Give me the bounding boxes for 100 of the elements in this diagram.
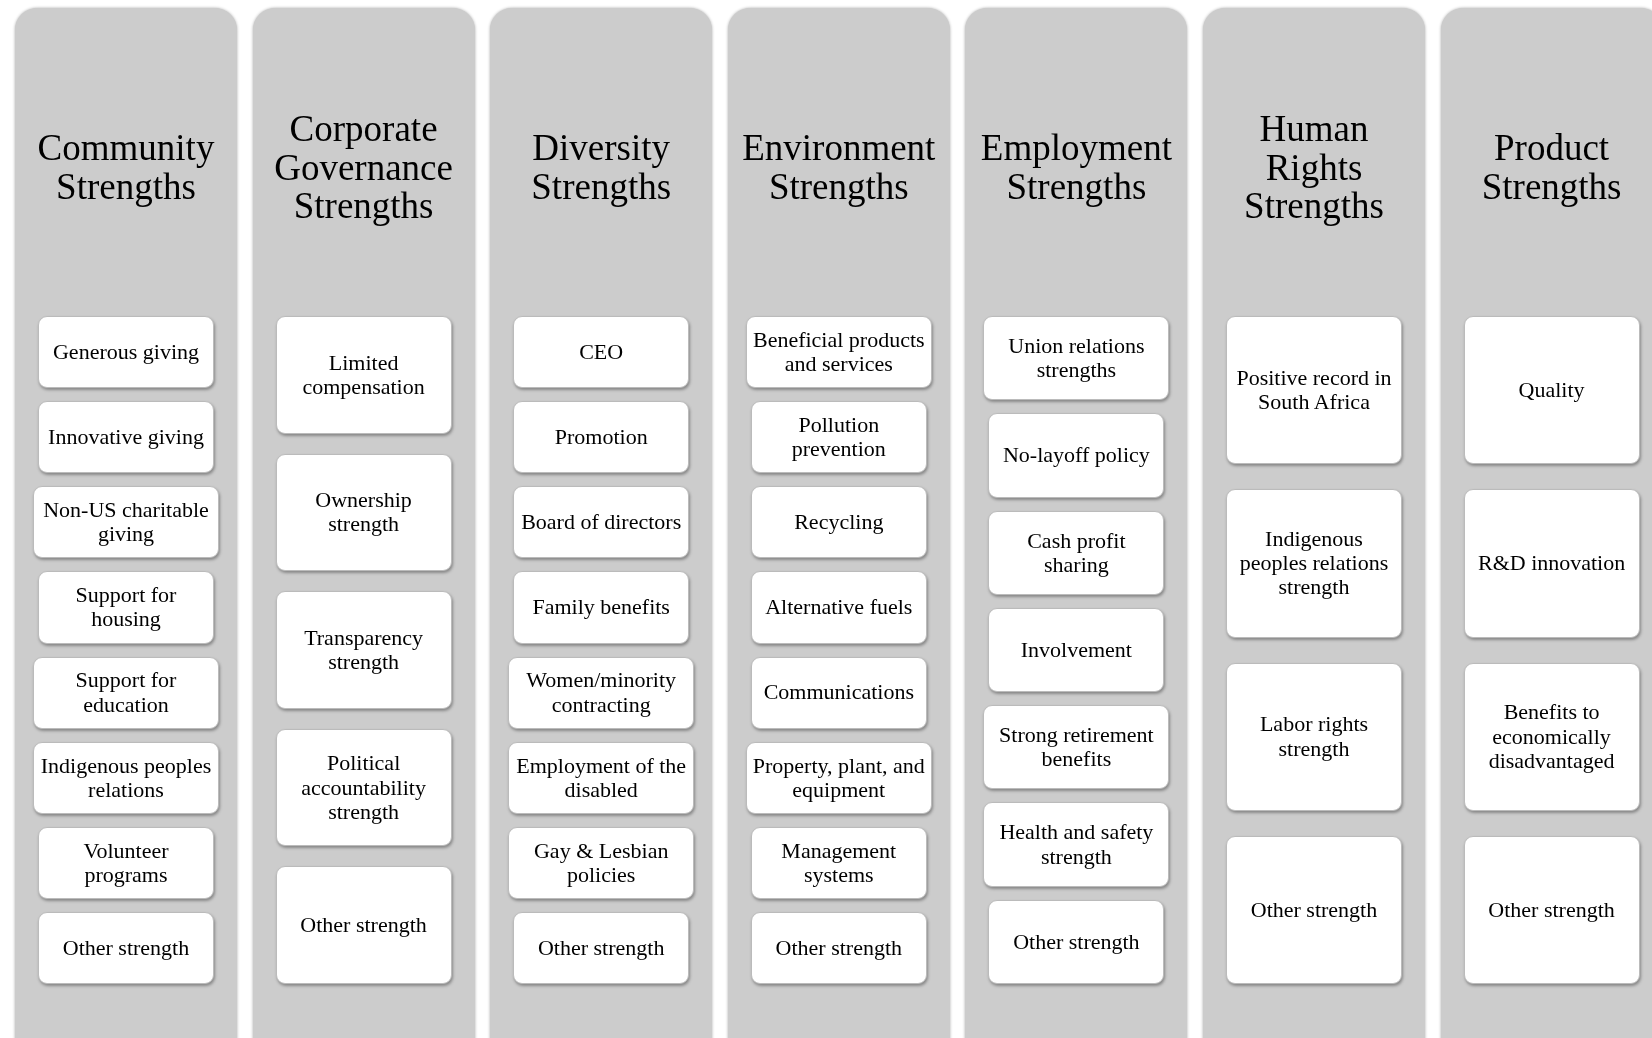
category-box: [988, 607, 1165, 693]
category-box: [275, 316, 452, 434]
category-box: [275, 728, 452, 847]
item-text: Strong retirement benefits: [998, 723, 1155, 772]
item-text: Board of directors: [521, 510, 682, 535]
category-box: [988, 510, 1165, 595]
item-text: Innovative giving: [48, 425, 204, 450]
category-box: [513, 571, 690, 644]
item-text: No-layoff policy: [1002, 443, 1150, 468]
item-text: Indigenous peoples relations: [39, 753, 213, 802]
item-text: Gay & Lesbian policies: [533, 838, 670, 887]
column-panel: [252, 8, 475, 1038]
category-box: [33, 741, 219, 814]
category-box: [983, 802, 1170, 887]
item-text: Indigenous peoples relations strength: [1238, 527, 1390, 600]
column-panel: [965, 8, 1188, 1038]
item-text: Involvement: [1020, 637, 1132, 663]
item-text: Pollution prevention: [790, 413, 887, 462]
item-text: Other strength: [1013, 929, 1140, 954]
category-box: [1463, 662, 1640, 811]
category-box: [750, 826, 927, 899]
category-box: [750, 656, 927, 729]
column-panel: [1440, 8, 1652, 1038]
column-heading: Diversity Strengths: [530, 129, 673, 207]
item-text: Other strength: [300, 913, 427, 938]
item-text: Women/minority contracting: [525, 668, 678, 717]
column-heading: Employment Strengths: [979, 129, 1173, 207]
category-box: [513, 486, 690, 559]
item-text: Limited compensation: [301, 350, 426, 399]
item-text: Other strength: [775, 935, 903, 961]
category-box: [750, 401, 927, 474]
column-panel: [727, 8, 950, 1038]
item-text: Other strength: [1250, 897, 1378, 922]
category-box: [1226, 316, 1402, 465]
category-box: [513, 316, 690, 389]
category-box: [508, 826, 695, 899]
category-box: [275, 453, 452, 572]
item-text: Promotion: [554, 425, 648, 450]
item-text: Employment of the disabled: [515, 753, 688, 802]
column-panel: [1203, 8, 1425, 1038]
column-heading: Product Strengths: [1480, 129, 1623, 207]
item-text: Management systems: [780, 838, 898, 887]
column-heading: Environment Strengths: [741, 129, 937, 207]
category-box: [38, 401, 214, 474]
column-heading: Corporate Governance Strengths: [273, 109, 454, 227]
category-box: [1463, 316, 1640, 465]
category-box: [38, 316, 214, 389]
category-box: [38, 571, 214, 644]
item-text: Other strength: [1488, 897, 1615, 922]
item-text: R&D innovation: [1477, 551, 1626, 576]
item-text: Support for housing: [74, 583, 178, 632]
category-box: [513, 911, 690, 984]
item-text: Property, plant, and equipment: [751, 753, 926, 802]
category-box: [1463, 835, 1640, 984]
category-box: [750, 911, 927, 984]
item-text: Alternative fuels: [765, 595, 913, 620]
item-text: Positive record in South Africa: [1235, 365, 1393, 415]
column-heading: Community Strengths: [36, 129, 216, 207]
category-box: [983, 705, 1170, 790]
category-box: [750, 486, 927, 559]
item-text: Benefits to economically disadvantaged: [1487, 700, 1616, 773]
item-text: Recycling: [794, 510, 884, 535]
item-text: Cash profit sharing: [1026, 528, 1127, 577]
category-box: [1226, 662, 1402, 811]
item-text: Health and safety strength: [998, 820, 1155, 869]
category-box: [275, 866, 452, 984]
item-text: Support for education: [74, 668, 178, 717]
item-text: Labor rights strength: [1258, 712, 1370, 761]
item-text: Non-US charitable giving: [42, 498, 210, 547]
category-box: [38, 826, 214, 899]
item-text: Communications: [763, 680, 914, 705]
item-text: CEO: [579, 339, 624, 365]
category-box: [1226, 489, 1402, 638]
item-text: Other strength: [62, 935, 190, 961]
category-box: [275, 591, 452, 709]
category-box: [33, 486, 219, 559]
category-box: [38, 911, 214, 984]
column-panel: [490, 8, 713, 1038]
item-text: Beneficial products and services: [751, 327, 926, 377]
item-text: Family benefits: [532, 595, 670, 620]
item-text: Quality: [1518, 378, 1585, 403]
item-text: Political accountability strength: [300, 751, 427, 824]
category-box: [983, 316, 1170, 401]
category-box: [988, 899, 1165, 984]
item-text: Volunteer programs: [82, 838, 170, 887]
category-box: [513, 401, 690, 474]
category-box: [750, 571, 927, 644]
item-text: Other strength: [537, 935, 665, 961]
category-box: [1463, 489, 1640, 638]
category-box: [988, 413, 1165, 498]
item-text: Generous giving: [53, 339, 199, 365]
item-text: Transparency strength: [303, 625, 425, 675]
category-box: [745, 316, 932, 389]
category-box: [745, 741, 932, 814]
column-panel: [15, 8, 237, 1038]
item-text: Union relations strengths: [1007, 333, 1146, 383]
column-heading: Human Rights Strengths: [1243, 109, 1385, 227]
item-text: Ownership strength: [314, 488, 413, 537]
category-box: [1226, 835, 1402, 984]
category-box: [508, 741, 695, 814]
